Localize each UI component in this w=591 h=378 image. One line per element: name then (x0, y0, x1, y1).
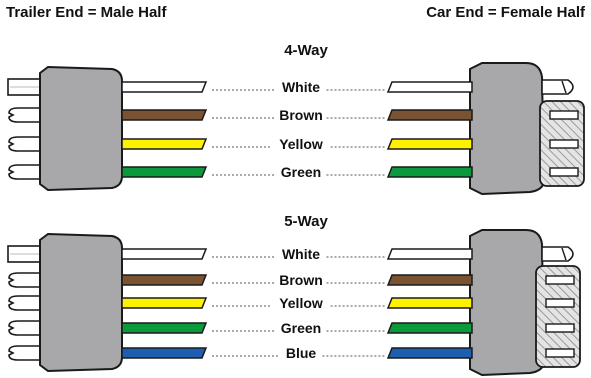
male-pin (8, 136, 42, 152)
wire-green-5-way: Green (121, 320, 473, 336)
male-plug-5-way (7, 232, 123, 373)
female-wire-white (386, 81, 473, 93)
female-wire-green (386, 166, 473, 178)
wire-white-5-way: White (121, 246, 473, 262)
male-pin (8, 272, 42, 288)
male-plug-4-way (7, 65, 123, 192)
female-plug-5-way (469, 229, 581, 377)
wire-label-white: White (282, 79, 320, 95)
wire-label-green: Green (281, 164, 321, 180)
female-wire-brown (386, 274, 473, 286)
wire-label-brown: Brown (279, 272, 323, 288)
male-wire-blue (121, 347, 208, 359)
female-ground-pin (541, 79, 574, 95)
male-plug-body (39, 65, 123, 192)
male-plug-body (39, 232, 123, 373)
female-plug-body (469, 229, 546, 377)
wire-blue-5-way: Blue (121, 345, 473, 361)
section-title-5-way: 5-Way (284, 213, 328, 230)
female-ground-pin (541, 246, 574, 262)
male-pin (8, 295, 42, 311)
female-socket (545, 323, 575, 333)
wire-green-4-way: Green (121, 164, 473, 180)
male-wire-yellow (121, 297, 208, 309)
wire-label-yellow: Yellow (279, 295, 323, 311)
female-plug-body (469, 62, 546, 196)
wire-white-4-way: White (121, 79, 473, 95)
female-plug-4-way (469, 62, 585, 196)
female-wire-yellow (386, 138, 473, 150)
male-wire-brown (121, 109, 208, 121)
wire-label-green: Green (281, 320, 321, 336)
wire-label-yellow: Yellow (279, 136, 323, 152)
wire-yellow-4-way: Yellow (121, 136, 473, 152)
section-title-4-way: 4-Way (284, 42, 328, 59)
female-wire-yellow (386, 297, 473, 309)
female-socket-housing (535, 265, 581, 368)
wire-brown-5-way: Brown (121, 272, 473, 288)
male-wire-white (121, 248, 208, 260)
female-wire-blue (386, 347, 473, 359)
male-pin (8, 345, 42, 361)
female-socket (549, 139, 579, 149)
car-end-header: Car End = Female Half (426, 4, 585, 21)
female-socket (545, 348, 575, 358)
male-wire-yellow (121, 138, 208, 150)
wire-yellow-5-way: Yellow (121, 295, 473, 311)
female-wire-green (386, 322, 473, 334)
male-pin (8, 107, 42, 123)
female-socket (549, 167, 579, 177)
male-wire-green (121, 166, 208, 178)
female-socket (549, 110, 579, 120)
male-wire-green (121, 322, 208, 334)
male-pin (8, 320, 42, 336)
female-wire-white (386, 248, 473, 260)
female-socket (545, 298, 575, 308)
male-wire-white (121, 81, 208, 93)
wire-label-brown: Brown (279, 107, 323, 123)
wire-brown-4-way: Brown (121, 107, 473, 123)
wire-label-white: White (282, 246, 320, 262)
male-wire-brown (121, 274, 208, 286)
female-socket (545, 275, 575, 285)
female-wire-brown (386, 109, 473, 121)
male-pin (8, 164, 42, 180)
wire-label-blue: Blue (286, 345, 317, 361)
trailer-end-header: Trailer End = Male Half (6, 4, 167, 21)
